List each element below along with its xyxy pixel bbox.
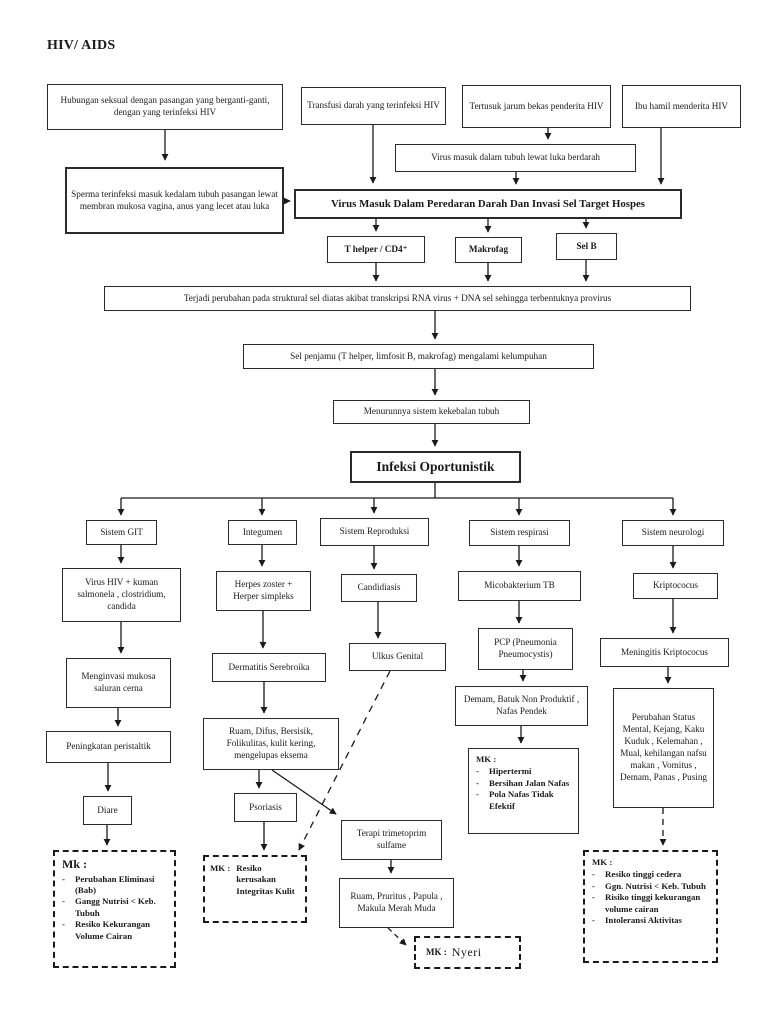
node-ruam-eksema: Ruam, Difus, Bersisik, Folikulitas, kuli… [203, 718, 339, 770]
mk-item: -Pola Nafas Tidak Efektif [476, 789, 554, 811]
mk-label-neurologi: MK : [592, 857, 613, 867]
mk-item: -Resiko tinggi cedera [592, 869, 682, 880]
mk-item: -Gangg Nutrisi < Keb. Tubuh [62, 896, 156, 918]
node-makrofag: Makrofag [455, 237, 522, 263]
mk-label-nyeri: MK : [426, 946, 447, 957]
node-virus-invasion: Virus Masuk Dalam Peredaran Darah Dan In… [294, 189, 682, 219]
mk-box-neurologi: MK : -Resiko tinggi cedera -Ggn. Nutrisi… [583, 850, 718, 963]
mk-item: -Resiko Kekurangan Volume Cairan [62, 919, 151, 941]
page-title: HIV/ AIDS [47, 38, 116, 53]
node-kriptococus: Kriptococus [633, 573, 718, 599]
mk-label-respirasi: MK : [476, 754, 497, 764]
node-candidiasis: Candidiasis [341, 574, 417, 602]
node-pcp: PCP (Pneumonia Pneumocystis) [478, 628, 573, 670]
mk-item: -Ggn. Nutrisi < Keb. Tubuh [592, 880, 706, 891]
node-entry-wound: Virus masuk dalam tubuh lewat luka berda… [395, 144, 636, 172]
node-opportunistic-infection: Infeksi Oportunistik [350, 451, 521, 483]
node-terapi-trimetoprim: Terapi trimetoprim sulfame [341, 820, 442, 860]
node-host-cell-paralysis: Sel penjamu (T helper, limfosit B, makro… [243, 344, 594, 369]
mk-item: -Hipertermi [476, 766, 532, 777]
node-git-diare: Diare [83, 796, 132, 825]
node-pregnant-mother: Ibu hamil menderita HIV [622, 85, 741, 128]
branch-header-git: Sistem GIT [86, 520, 157, 545]
mk-item: -Intoleransi Aktivitas [592, 915, 682, 926]
branch-header-integumen: Integumen [228, 520, 297, 545]
mk-item: -Perubahan Eliminasi (Bab) [62, 873, 155, 896]
mk-label-git: Mk : [62, 857, 87, 871]
mk-item: -Bersihan Jalan Nafas [476, 777, 570, 788]
node-ruam-pruritus: Ruam, Pruritus , Papula , Makula Merah M… [339, 878, 454, 928]
branch-header-respirasi: Sistem respirasi [469, 520, 570, 546]
branch-header-neurologi: Sistem neurologi [622, 520, 724, 546]
node-provirus: Terjadi perubahan pada struktural sel di… [104, 286, 691, 311]
node-t-helper-cd4: T helper / CD4⁺ [327, 236, 425, 263]
mk-text-nyeri: Nyeri [451, 944, 482, 959]
node-transfusion: Transfusi darah yang terinfeksi HIV [301, 87, 446, 125]
node-git-pathogens: Virus HIV + kuman salmonela , clostridiu… [62, 568, 181, 622]
node-status-mental: Perubahan Status Mental, Kejang, Kaku Ku… [613, 688, 714, 808]
node-dermatitis: Dermatitis Serebroika [212, 653, 326, 682]
node-sel-b: Sel B [556, 233, 617, 260]
node-sexual-contact: Hubungan seksual dengan pasangan yang be… [47, 84, 283, 130]
node-psoriasis: Psoriasis [234, 793, 297, 822]
mk-box-nyeri: MK : Nyeri [414, 936, 521, 969]
mk-text-integumen: Resiko kerusakan Integritas Kulit [236, 863, 295, 896]
node-demam-batuk: Demam, Batuk Non Produktif , Nafas Pende… [455, 686, 588, 726]
node-herpes: Herpes zoster + Herper simpleks [216, 571, 311, 611]
node-meningitis: Meningitis Kriptococus [600, 638, 729, 667]
node-needle-stick: Tertusuk jarum bekas penderita HIV [462, 85, 611, 128]
node-entry-sperm: Sperma terinfeksi masuk kedalam tubuh pa… [65, 167, 284, 234]
node-git-mucosa-invasion: Menginvasi mukosa saluran cerna [66, 658, 171, 708]
mk-box-integumen: MK : Resiko kerusakan Integritas Kulit [203, 855, 307, 923]
mk-box-respirasi: MK : -Hipertermi -Bersihan Jalan Nafas -… [468, 748, 579, 834]
mk-label-integumen: MK : [210, 863, 231, 873]
mk-item: -Risiko tinggi kekurangan volume cairan [592, 892, 701, 914]
node-ulkus-genital: Ulkus Genital [349, 643, 446, 671]
node-immune-decline: Menurunnya sistem kekebalan tubuh [333, 400, 530, 424]
node-git-peristaltik: Peningkatan peristaltik [46, 731, 171, 763]
node-micobakterium: Micobakterium TB [458, 571, 581, 601]
branch-header-reproduksi: Sistem Reproduksi [320, 518, 429, 546]
mk-box-git: Mk : -Perubahan Eliminasi (Bab) -Gangg N… [53, 850, 176, 968]
